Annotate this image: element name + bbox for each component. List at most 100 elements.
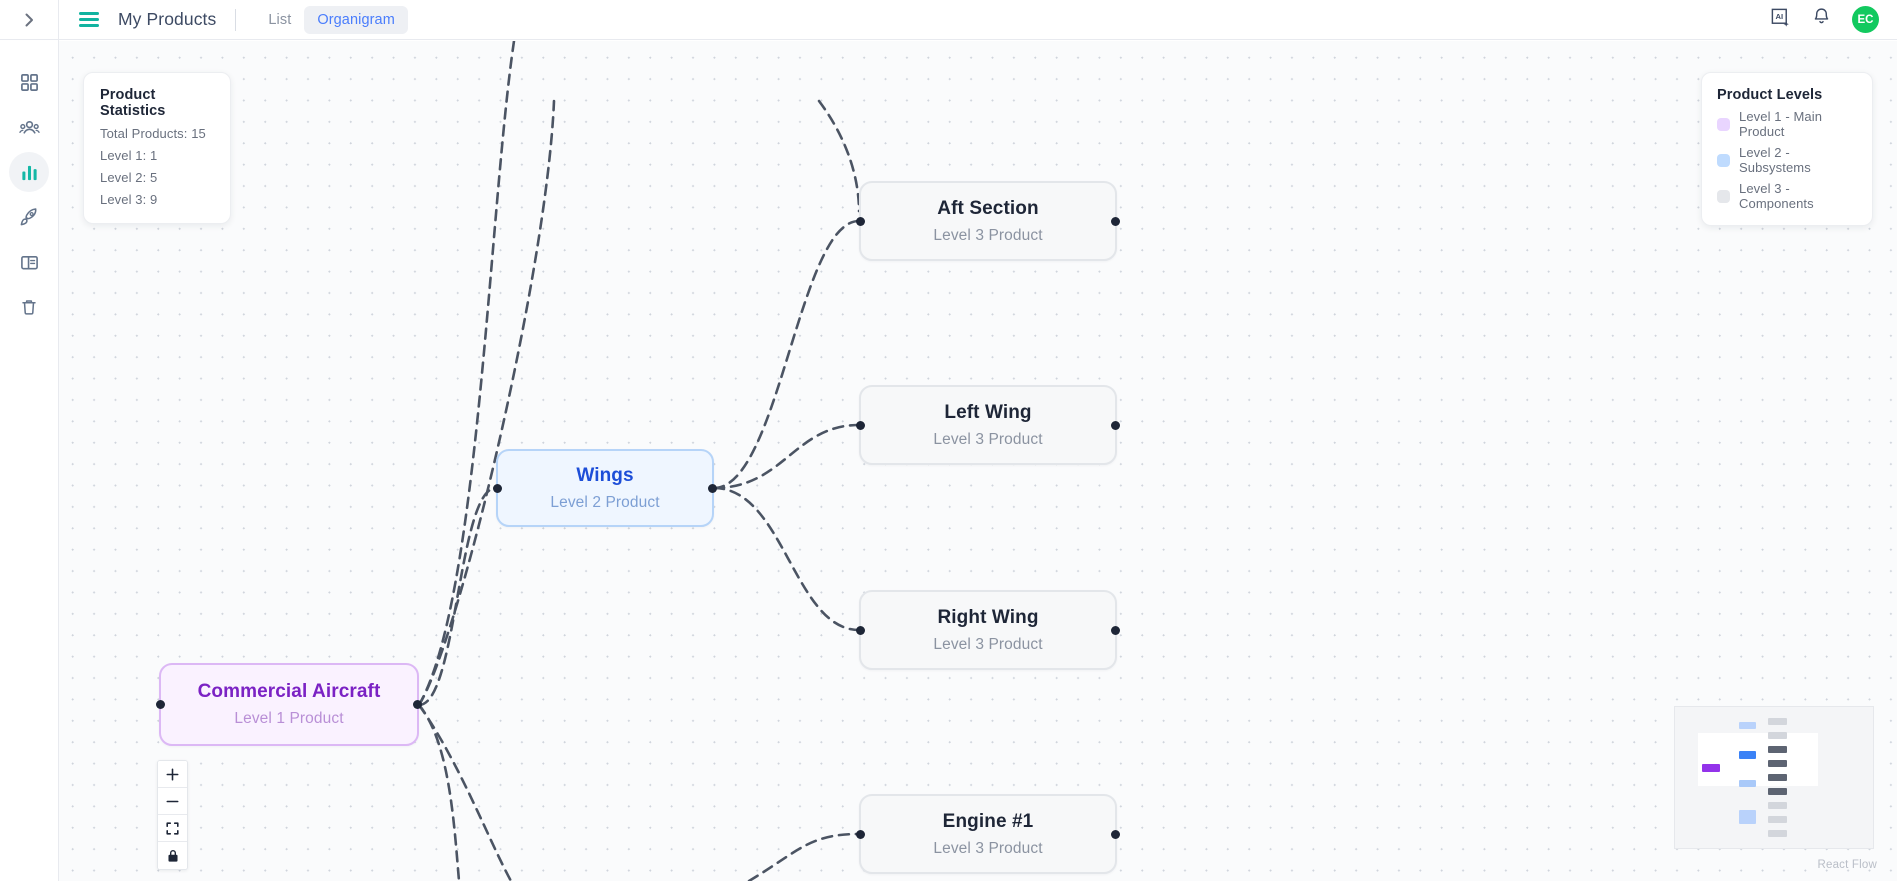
edge-top-aft	[817, 99, 861, 213]
ai-icon: AI	[1771, 8, 1789, 27]
node-left-wing[interactable]: Left Wing Level 3 Product	[856, 385, 1120, 465]
expand-sidebar-button[interactable]	[0, 0, 58, 40]
grid-icon	[20, 73, 38, 91]
svg-text:AI: AI	[1775, 12, 1783, 21]
legend-swatch-level-3	[1717, 189, 1730, 203]
minimap-node	[1768, 788, 1787, 795]
node-title: Aft Section	[937, 197, 1039, 219]
handle-right[interactable]	[708, 483, 717, 493]
rail-item-launch[interactable]	[9, 197, 49, 237]
node-subtitle: Level 3 Product	[933, 635, 1043, 653]
minimap-node	[1739, 810, 1756, 824]
node-title: Commercial Aircraft	[197, 681, 381, 702]
minimap-node	[1768, 760, 1787, 767]
product-levels-legend: Product Levels Level 1 - Main Product Le…	[1701, 72, 1873, 226]
stats-total-products: Total Products: 15	[100, 126, 206, 141]
trash-icon	[22, 300, 36, 315]
node-wings[interactable]: Wings Level 2 Product	[493, 449, 717, 527]
edge-layer	[417, 41, 861, 881]
minimap-node	[1768, 718, 1787, 725]
notifications-button[interactable]	[1812, 7, 1831, 32]
rail-item-library[interactable]	[9, 242, 49, 282]
handle-left[interactable]	[856, 420, 865, 430]
edge-aircraft-up-a	[417, 41, 516, 707]
handle-right[interactable]	[1111, 420, 1120, 430]
chevron-right-icon	[25, 13, 33, 26]
edge-wings-right	[712, 486, 861, 632]
menu-button[interactable]	[79, 12, 99, 27]
node-commercial-aircraft[interactable]: Commercial Aircraft Level 1 Product	[156, 663, 422, 746]
react-flow-attribution[interactable]: React Flow	[1817, 859, 1877, 871]
flow-canvas[interactable]: Commercial Aircraft Level 1 Product Wing…	[59, 41, 1897, 881]
minimap-node	[1768, 732, 1787, 739]
node-aft-section[interactable]: Aft Section Level 3 Product	[856, 181, 1120, 261]
fit-view-button[interactable]	[158, 815, 187, 842]
edge-aircraft-down-b	[417, 703, 513, 881]
legend-label-level-2: Level 2 - Subsystems	[1739, 145, 1811, 175]
node-title: Left Wing	[944, 401, 1032, 423]
minimap-node	[1702, 764, 1720, 772]
ai-assistant-button[interactable]: AI	[1770, 7, 1791, 33]
handle-left[interactable]	[856, 829, 865, 839]
zoom-in-button[interactable]	[158, 761, 187, 788]
minimap-node	[1768, 746, 1787, 753]
node-engine-1[interactable]: Engine #1 Level 3 Product	[856, 794, 1120, 874]
zoom-out-button[interactable]	[158, 788, 187, 815]
node-title: Wings	[576, 464, 634, 486]
minimap[interactable]	[1674, 706, 1874, 849]
node-right-wing[interactable]: Right Wing Level 3 Product	[856, 590, 1120, 670]
rail-item-trash[interactable]	[9, 287, 49, 327]
stats-level-1: Level 1: 1	[100, 148, 158, 163]
stats-panel-title: Product Statistics	[100, 87, 166, 119]
legend-panel-title: Product Levels	[1717, 87, 1823, 103]
minimap-node	[1768, 802, 1787, 809]
node-subtitle: Level 3 Product	[933, 226, 1043, 244]
avatar[interactable]: EC	[1852, 6, 1879, 33]
minimap-node	[1768, 816, 1787, 823]
bar-chart-icon	[21, 165, 37, 180]
menu-bar	[79, 12, 99, 15]
legend-swatch-level-1	[1717, 117, 1730, 131]
divider	[235, 8, 237, 31]
node-subtitle: Level 1 Product	[234, 710, 344, 727]
bell-icon	[1814, 8, 1829, 24]
rail-item-dashboard[interactable]	[9, 62, 49, 102]
minimap-node	[1739, 751, 1756, 759]
fit-view-icon	[166, 821, 179, 835]
rail-item-teams[interactable]	[9, 107, 49, 147]
people-icon	[18, 120, 40, 134]
minus-icon	[166, 800, 179, 802]
edge-aircraft-down-a	[417, 703, 461, 881]
minimap-node	[1768, 830, 1787, 837]
handle-left[interactable]	[493, 483, 502, 493]
edge-aircraft-wings	[417, 486, 498, 707]
node-subtitle: Level 3 Product	[933, 839, 1043, 857]
plus-icon	[166, 768, 179, 780]
product-statistics-panel: Product Statistics Total Products: 15 Le…	[83, 72, 231, 224]
menu-bar	[79, 24, 99, 27]
node-title: Engine #1	[942, 810, 1034, 832]
handle-left[interactable]	[856, 625, 865, 635]
zoom-controls	[157, 760, 188, 870]
handle-right[interactable]	[1111, 216, 1120, 226]
legend-item-level-1: Level 1 - Main Product	[1717, 109, 1857, 139]
handle-left[interactable]	[856, 216, 865, 226]
handle-right[interactable]	[1111, 829, 1120, 839]
handle-right[interactable]	[413, 700, 422, 709]
lock-icon	[167, 849, 178, 862]
node-title: Right Wing	[937, 606, 1039, 628]
tab-list[interactable]: List	[268, 11, 292, 28]
minimap-node	[1739, 722, 1756, 729]
node-subtitle: Level 2 Product	[550, 493, 660, 511]
handle-left[interactable]	[156, 700, 165, 709]
minimap-viewport[interactable]	[1698, 733, 1818, 786]
legend-swatch-level-2	[1717, 153, 1730, 167]
rail-item-analytics[interactable]	[9, 152, 49, 192]
tab-organigram[interactable]: Organigram	[304, 5, 408, 34]
lock-button[interactable]	[158, 842, 187, 869]
handle-right[interactable]	[1111, 625, 1120, 635]
top-bar: My Products List Organigram AI EC	[59, 0, 1897, 40]
legend-label-level-1: Level 1 - Main Product	[1739, 109, 1823, 139]
edge-wings-aft	[712, 219, 861, 490]
menu-bar	[79, 18, 99, 21]
